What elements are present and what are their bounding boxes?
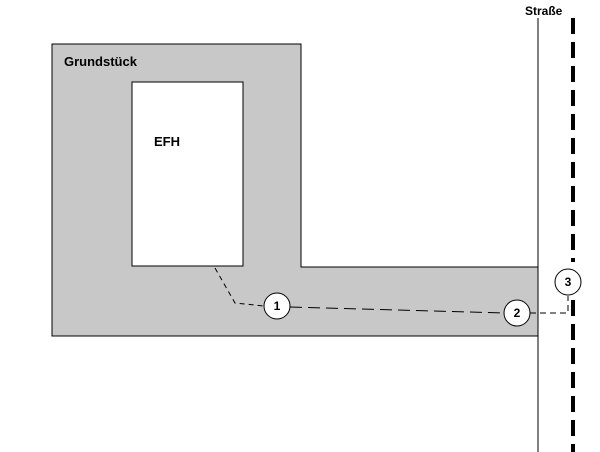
plot-area bbox=[51, 43, 539, 337]
point-1-circle bbox=[263, 292, 291, 320]
point-2-label: 2 bbox=[514, 306, 521, 320]
point-2-circle bbox=[503, 299, 531, 327]
connection-line-house-to-1 bbox=[214, 267, 265, 307]
point-3-circle bbox=[554, 268, 582, 296]
point-1-label: 1 bbox=[274, 299, 281, 313]
connection-line-2-to-3 bbox=[530, 296, 569, 314]
plot-label: Grundstück bbox=[64, 54, 138, 69]
house-label: EFH bbox=[154, 134, 180, 149]
street-label: Straße bbox=[525, 4, 563, 18]
point-3-label: 3 bbox=[565, 275, 572, 289]
house-rect bbox=[131, 81, 244, 267]
